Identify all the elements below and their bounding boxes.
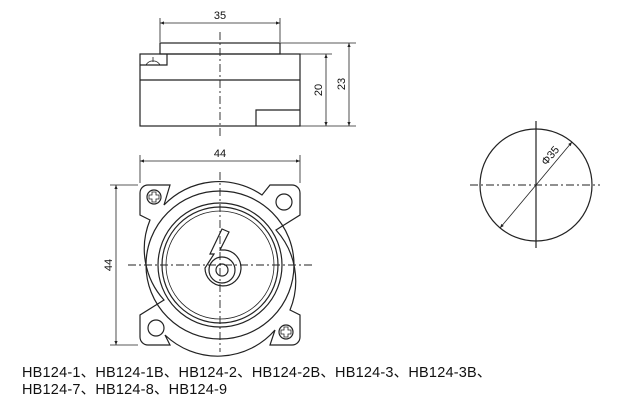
- side-width-dim: 35: [214, 10, 226, 22]
- model-list: HB124-1、HB124-1B、HB124-2、HB124-2B、HB124-…: [22, 365, 492, 399]
- mounting-hole: [147, 319, 165, 337]
- front-view: 44 44: [103, 148, 312, 357]
- diameter-dim: Φ35: [539, 144, 562, 168]
- lamp-symbol-icon: [204, 228, 242, 287]
- total-height-dim: 23: [336, 78, 348, 90]
- screw-icon: [146, 189, 162, 205]
- side-view: 35 20 23: [139, 10, 356, 138]
- front-height-dim: 44: [103, 259, 115, 271]
- front-width-dim: 44: [214, 148, 226, 160]
- model-list-line: HB124-7、HB124-8、HB124-9: [22, 382, 228, 398]
- cutout-view: Φ35: [470, 121, 600, 248]
- model-list-line: HB124-1、HB124-1B、HB124-2、HB124-2B、HB124-…: [22, 365, 492, 381]
- screw-icon: [278, 324, 294, 340]
- body-height-dim: 20: [313, 84, 325, 96]
- mounting-hole: [275, 193, 293, 211]
